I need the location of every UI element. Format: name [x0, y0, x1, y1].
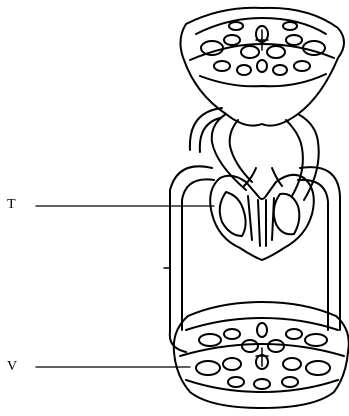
- bottom-capillary-bed: [174, 302, 349, 408]
- pulmonary-vessels: [190, 108, 319, 200]
- label-v: V: [7, 360, 17, 374]
- top-capillary-bed: [180, 8, 344, 126]
- label-t: T: [7, 198, 16, 212]
